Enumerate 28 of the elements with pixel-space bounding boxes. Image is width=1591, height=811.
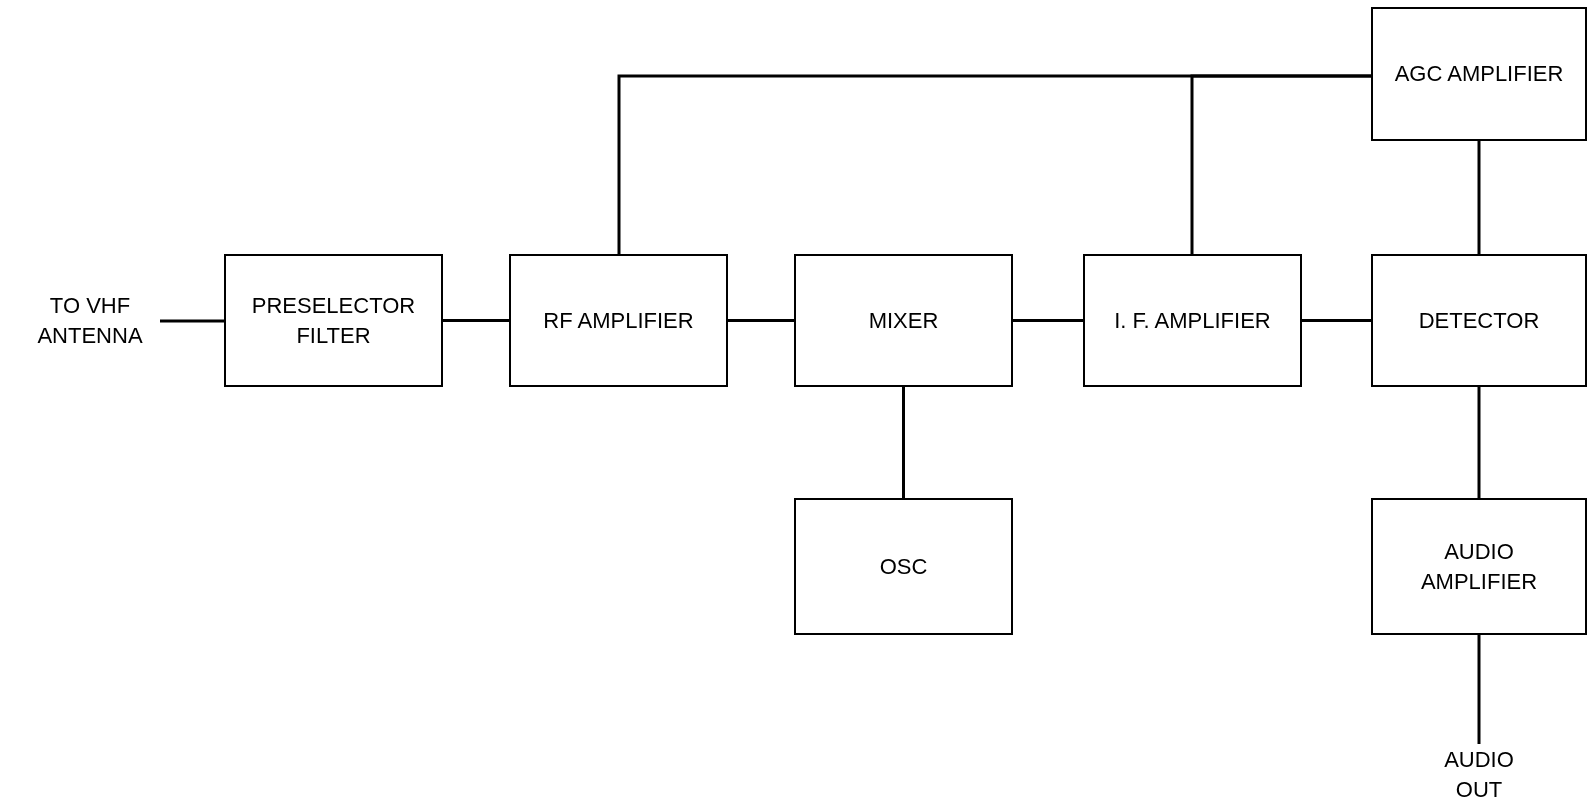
block-label: AUDIO AMPLIFIER — [1419, 537, 1539, 596]
signal-label: TO VHF ANTENNA — [36, 292, 144, 350]
block-label: DETECTOR — [1417, 306, 1541, 335]
block-box — [1371, 7, 1587, 141]
connector-line — [160, 319, 224, 323]
block-box — [224, 254, 443, 387]
block-label: RF AMPLIFIER — [542, 306, 695, 335]
connector-line — [1477, 141, 1481, 254]
block-label: PRESELECTOR FILTER — [250, 291, 417, 350]
block-label: I. F. AMPLIFIER — [1113, 306, 1272, 335]
signal-label: AUDIO OUT — [1443, 746, 1515, 804]
connector-line — [1190, 74, 1371, 254]
connector-line — [443, 319, 509, 322]
connector-line — [902, 387, 905, 498]
connector-line — [1477, 635, 1481, 744]
connector-line — [1013, 319, 1083, 322]
connector-line — [1477, 387, 1481, 498]
block-label: MIXER — [867, 306, 940, 335]
block-label: OSC — [878, 552, 929, 581]
block-label: AGC AMPLIFIER — [1393, 60, 1565, 88]
block-box — [1371, 498, 1587, 635]
connector-line — [1302, 319, 1371, 322]
block-box — [1371, 254, 1587, 387]
block-box — [794, 254, 1013, 387]
block-box — [794, 498, 1013, 635]
block-box — [1083, 254, 1302, 387]
connector-line — [728, 319, 794, 322]
block-box — [509, 254, 728, 387]
